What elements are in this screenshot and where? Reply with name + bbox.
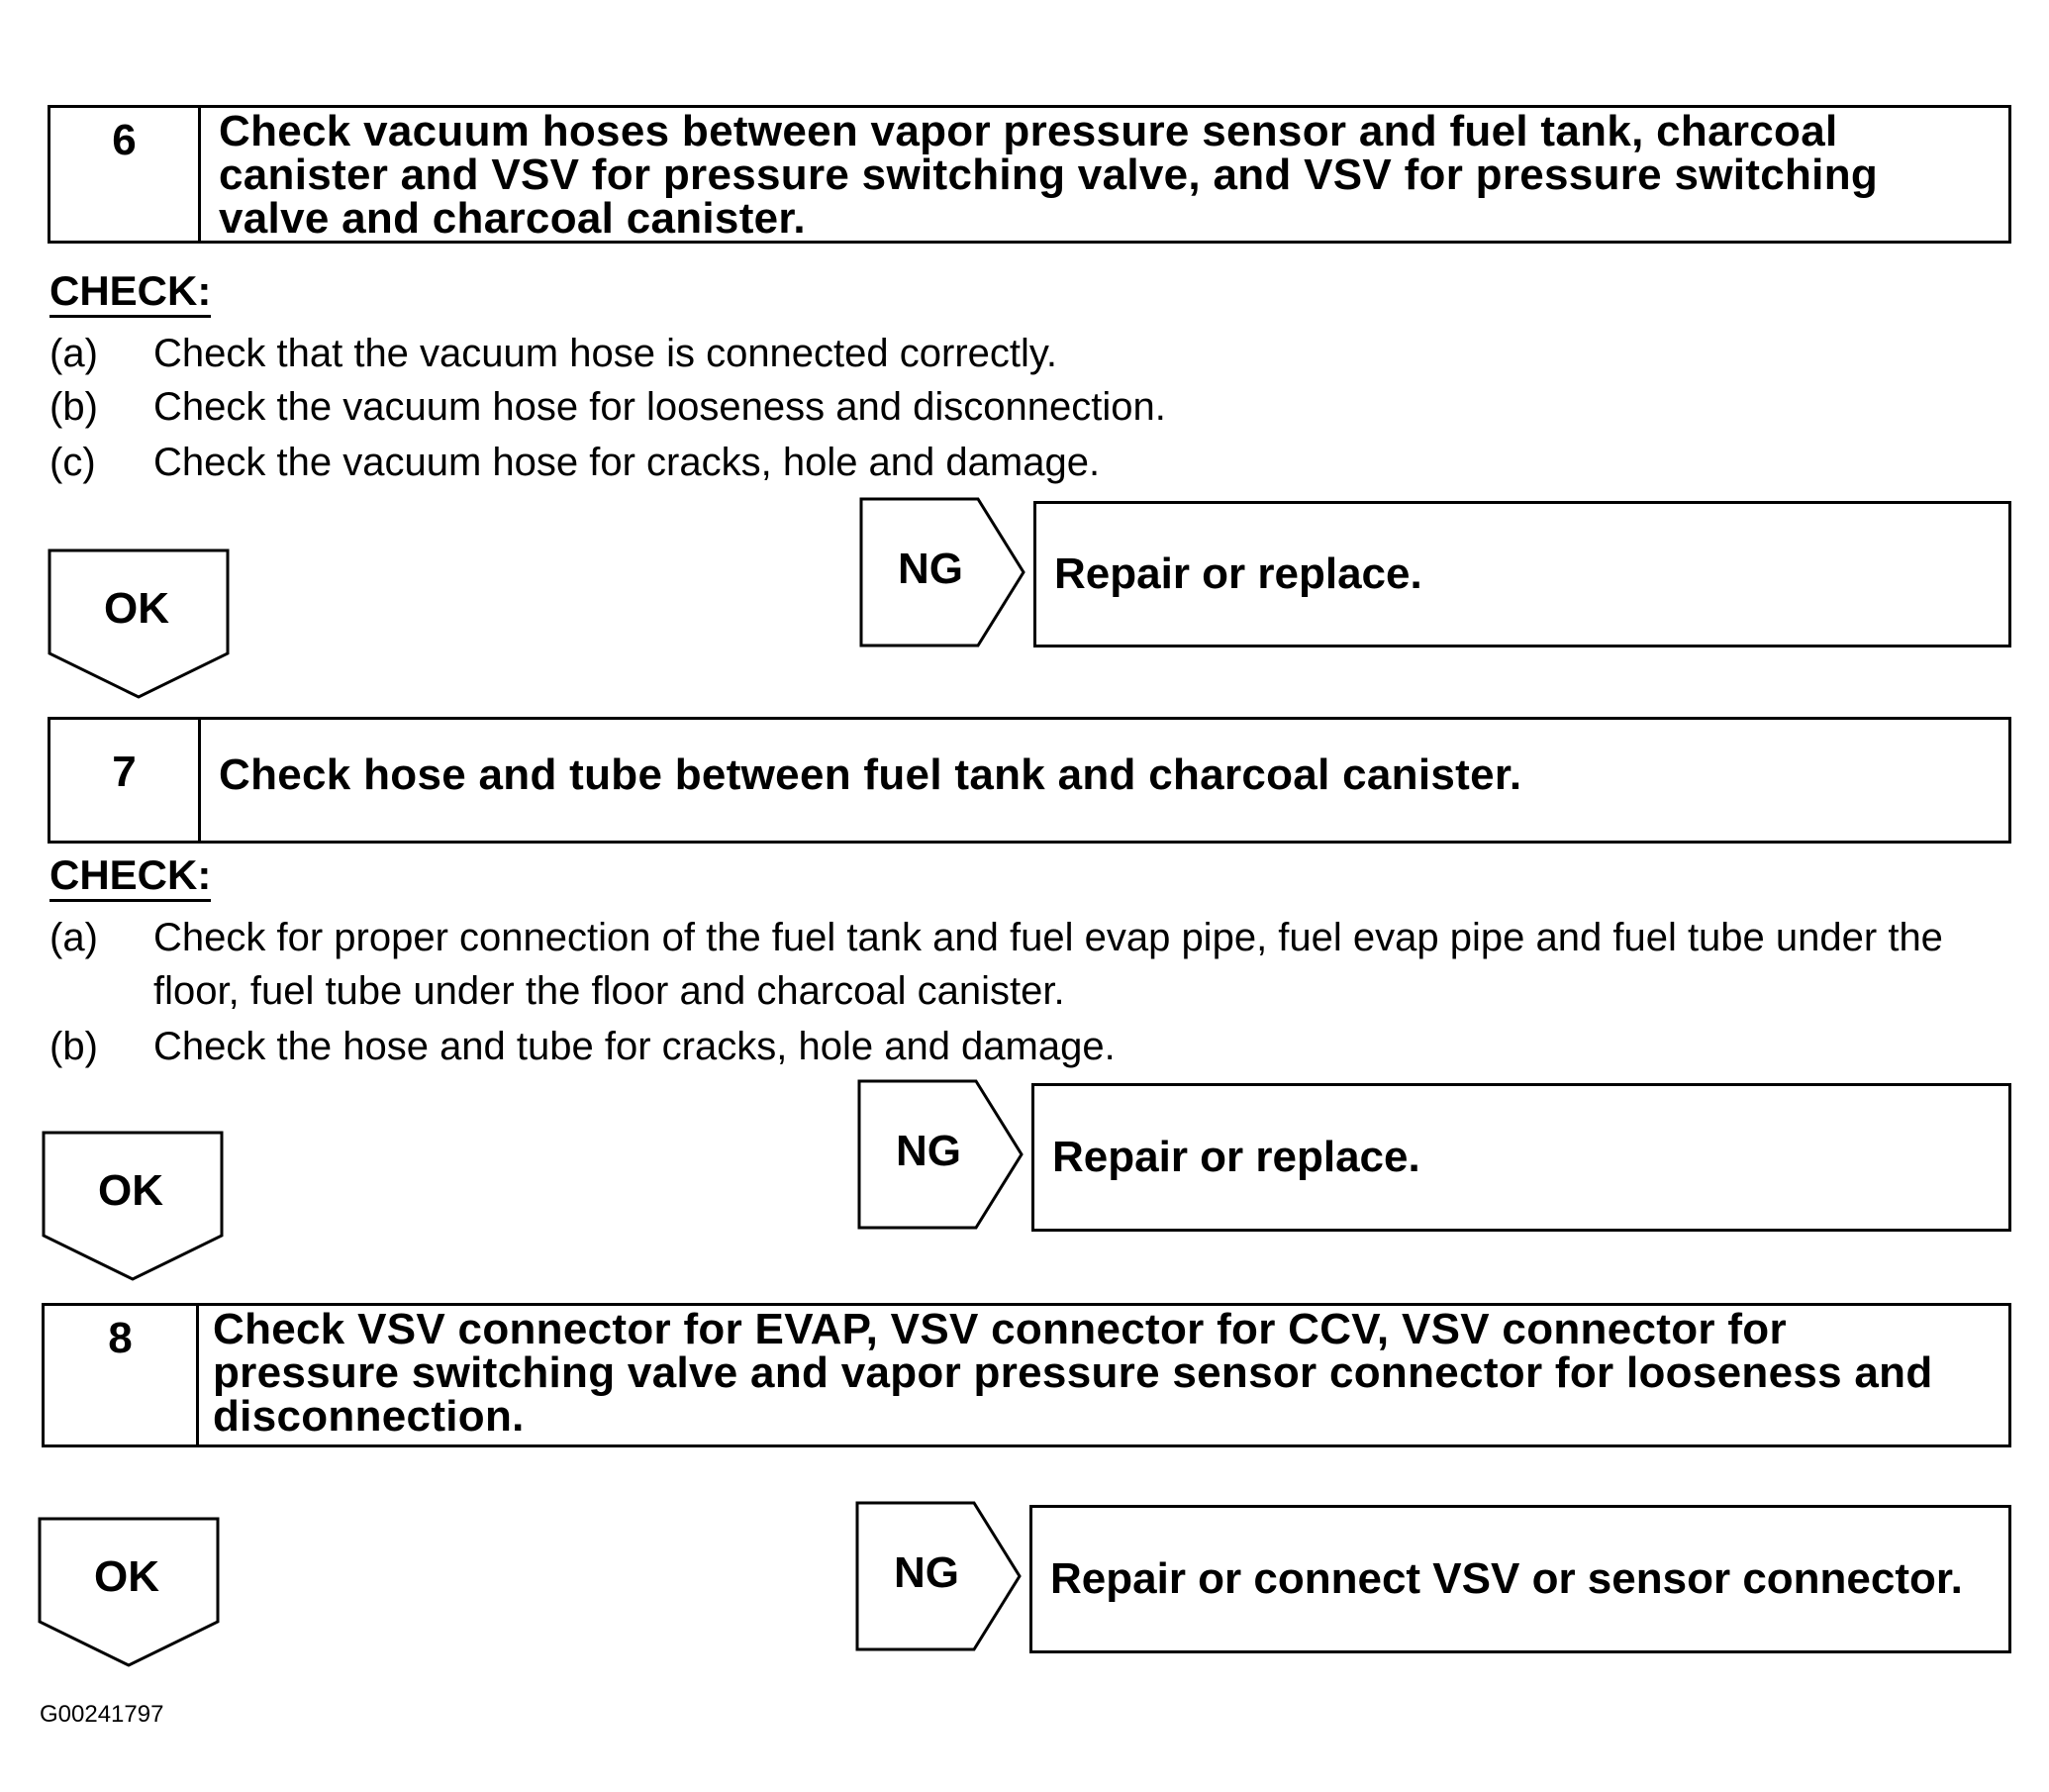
check-item-label: (b) [49,385,98,429]
ng-branch: NG [855,1501,1024,1651]
check-item-label: (c) [49,441,96,484]
check-item-label: (a) [49,332,98,375]
check-item: (a) Check for proper connection of the fu… [49,911,2009,1018]
ng-result-box: Repair or connect VSV or sensor connecto… [1029,1505,2011,1653]
check-item: (b) Check the hose and tube for cracks, h… [49,1020,1116,1073]
check-item-text: Check the vacuum hose for looseness and … [153,385,1166,429]
ng-branch: NG [857,1079,1025,1230]
check-item: (a) Check that the vacuum hose is connect… [49,327,1057,380]
ok-branch: OK [38,1517,222,1669]
check-item-text: Check the vacuum hose for cracks, hole a… [153,441,1101,484]
step-number: 7 [50,720,201,841]
ok-label: OK [98,1166,163,1215]
step-number: 8 [45,1306,199,1444]
ng-result-box: Repair or replace. [1031,1083,2011,1232]
step-title: Check VSV connector for EVAP, VSV connec… [213,1305,1933,1441]
ng-branch: NG [859,497,1027,647]
ng-result-box: Repair or replace. [1033,501,2011,647]
check-item-label: (b) [49,1025,98,1068]
ok-branch: OK [42,1131,226,1283]
ng-label: NG [894,1548,959,1597]
ok-label: OK [104,584,169,633]
ok-arrow-shape [42,1131,224,1281]
check-label: CHECK: [49,853,212,902]
step-7-header: 7 Check hose and tube between fuel tank … [48,717,2011,844]
ng-arrow-shape [859,497,1025,647]
check-item-label: (a) [49,916,98,959]
step-title: Check hose and tube between fuel tank an… [219,750,1522,799]
check-item: (b) Check the vacuum hose for looseness a… [49,380,1166,434]
ok-label: OK [94,1552,159,1601]
step-title: Check vacuum hoses between vapor pressur… [219,107,1879,243]
check-item: (c) Check the vacuum hose for cracks, hol… [49,436,1100,489]
ng-arrow-shape [857,1079,1024,1230]
ng-label: NG [896,1127,961,1175]
step-6-header: 6 Check vacuum hoses between vapor press… [48,105,2011,244]
check-item-text: Check that the vacuum hose is connected … [153,332,1058,375]
check-item-text: Check the hose and tube for cracks, hole… [153,1025,1116,1068]
ok-arrow-shape [38,1517,220,1667]
check-item-text: Check for proper connection of the fuel … [153,916,1943,1013]
step-8-header: 8 Check VSV connector for EVAP, VSV conn… [42,1303,2011,1447]
figure-id: G00241797 [40,1701,164,1728]
ng-label: NG [898,545,963,593]
ok-branch: OK [48,548,232,701]
check-label: CHECK: [49,269,212,318]
ok-arrow-shape [48,548,230,699]
step-number: 6 [50,108,201,241]
ng-arrow-shape [855,1501,1022,1651]
